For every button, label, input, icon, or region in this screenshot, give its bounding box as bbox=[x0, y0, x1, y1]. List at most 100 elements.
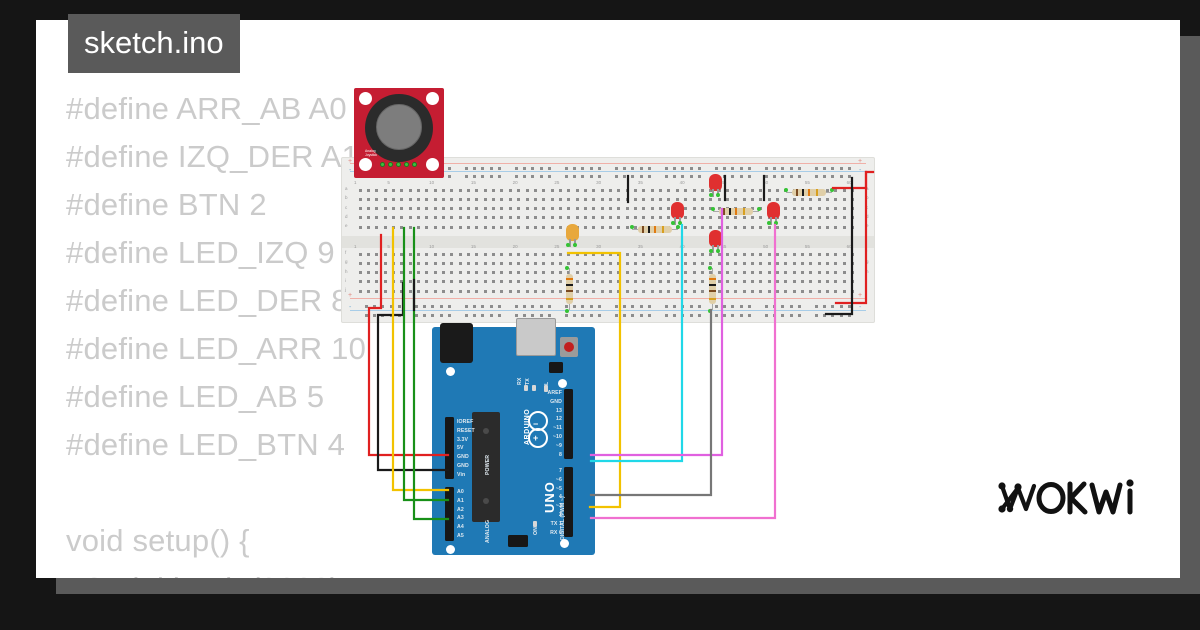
breadboard-hole[interactable] bbox=[673, 269, 681, 277]
breadboard-rail-hole[interactable] bbox=[587, 302, 595, 310]
breadboard-hole[interactable] bbox=[715, 259, 723, 267]
breadboard-hole[interactable] bbox=[440, 186, 448, 194]
breadboard-rail-hole[interactable] bbox=[437, 302, 445, 310]
breadboard-rail-hole[interactable] bbox=[396, 302, 404, 310]
breadboard-hole[interactable] bbox=[498, 259, 506, 267]
breadboard-rail-hole[interactable] bbox=[629, 302, 637, 310]
breadboard-hole[interactable] bbox=[832, 287, 840, 295]
breadboard-hole[interactable] bbox=[440, 287, 448, 295]
breadboard-hole[interactable] bbox=[498, 278, 506, 286]
breadboard-rail-hole[interactable] bbox=[812, 164, 820, 172]
breadboard-hole[interactable] bbox=[623, 287, 631, 295]
breadboard-rail-hole[interactable] bbox=[446, 311, 454, 319]
breadboard-hole[interactable] bbox=[648, 250, 656, 258]
breadboard-rail-hole[interactable] bbox=[579, 172, 587, 180]
breadboard-hole[interactable] bbox=[807, 269, 815, 277]
breadboard-hole[interactable] bbox=[389, 269, 397, 277]
breadboard-hole[interactable] bbox=[799, 205, 807, 213]
breadboard-hole[interactable] bbox=[423, 278, 431, 286]
breadboard-hole[interactable] bbox=[757, 287, 765, 295]
breadboard-hole[interactable] bbox=[481, 223, 489, 231]
breadboard-hole[interactable] bbox=[565, 195, 573, 203]
breadboard-hole[interactable] bbox=[690, 214, 698, 222]
breadboard-hole[interactable] bbox=[389, 287, 397, 295]
breadboard-rail-hole[interactable] bbox=[820, 164, 828, 172]
breadboard-hole[interactable] bbox=[523, 287, 531, 295]
breadboard-rail-hole[interactable] bbox=[529, 311, 537, 319]
breadboard-hole[interactable] bbox=[815, 250, 823, 258]
breadboard-hole[interactable] bbox=[640, 195, 648, 203]
breadboard-hole[interactable] bbox=[590, 250, 598, 258]
breadboard-hole[interactable] bbox=[623, 195, 631, 203]
breadboard-hole[interactable] bbox=[406, 287, 414, 295]
breadboard-hole[interactable] bbox=[423, 195, 431, 203]
breadboard-rail-hole[interactable] bbox=[770, 302, 778, 310]
breadboard-hole[interactable] bbox=[623, 214, 631, 222]
breadboard-hole[interactable] bbox=[531, 186, 539, 194]
breadboard-rail-hole[interactable] bbox=[537, 164, 545, 172]
breadboard-hole[interactable] bbox=[448, 287, 456, 295]
breadboard-hole[interactable] bbox=[590, 186, 598, 194]
breadboard-hole[interactable] bbox=[824, 250, 832, 258]
breadboard-rail-hole[interactable] bbox=[746, 311, 754, 319]
breadboard-hole[interactable] bbox=[765, 250, 773, 258]
breadboard-hole[interactable] bbox=[815, 259, 823, 267]
breadboard-hole[interactable] bbox=[364, 195, 372, 203]
breadboard-hole[interactable] bbox=[515, 278, 523, 286]
breadboard-hole[interactable] bbox=[556, 259, 564, 267]
breadboard-rail-hole[interactable] bbox=[620, 311, 628, 319]
breadboard-hole[interactable] bbox=[565, 250, 573, 258]
breadboard-rail-hole[interactable] bbox=[370, 302, 378, 310]
breadboard-hole[interactable] bbox=[607, 205, 615, 213]
breadboard-rail-hole[interactable] bbox=[820, 302, 828, 310]
breadboard-hole[interactable] bbox=[398, 186, 406, 194]
breadboard-hole[interactable] bbox=[506, 195, 514, 203]
breadboard-hole[interactable] bbox=[740, 223, 748, 231]
breadboard-hole[interactable] bbox=[598, 223, 606, 231]
breadboard-hole[interactable] bbox=[790, 223, 798, 231]
breadboard-hole[interactable] bbox=[498, 214, 506, 222]
breadboard-hole[interactable] bbox=[481, 287, 489, 295]
breadboard-hole[interactable] bbox=[573, 186, 581, 194]
breadboard-rail-hole[interactable] bbox=[679, 164, 687, 172]
breadboard-hole[interactable] bbox=[815, 278, 823, 286]
breadboard-hole[interactable] bbox=[465, 195, 473, 203]
breadboard-hole[interactable] bbox=[381, 278, 389, 286]
breadboard-hole[interactable] bbox=[414, 278, 422, 286]
breadboard-rail-hole[interactable] bbox=[779, 172, 787, 180]
breadboard-hole[interactable] bbox=[832, 278, 840, 286]
breadboard-hole[interactable] bbox=[565, 205, 573, 213]
breadboard-hole[interactable] bbox=[782, 269, 790, 277]
breadboard-hole[interactable] bbox=[565, 214, 573, 222]
breadboard-hole[interactable] bbox=[398, 205, 406, 213]
breadboard-hole[interactable] bbox=[723, 214, 731, 222]
breadboard-rail-hole[interactable] bbox=[596, 172, 604, 180]
breadboard-hole[interactable] bbox=[389, 250, 397, 258]
breadboard-hole[interactable] bbox=[431, 195, 439, 203]
breadboard-hole[interactable] bbox=[481, 195, 489, 203]
breadboard-rail-hole[interactable] bbox=[670, 311, 678, 319]
breadboard-rail-hole[interactable] bbox=[662, 164, 670, 172]
breadboard-rail-hole[interactable] bbox=[429, 302, 437, 310]
breadboard-hole[interactable] bbox=[440, 250, 448, 258]
breadboard-hole[interactable] bbox=[790, 205, 798, 213]
breadboard-hole[interactable] bbox=[748, 259, 756, 267]
breadboard-hole[interactable] bbox=[690, 250, 698, 258]
breadboard-hole[interactable] bbox=[431, 223, 439, 231]
breadboard-hole[interactable] bbox=[540, 214, 548, 222]
breadboard-rail-hole[interactable] bbox=[846, 311, 854, 319]
breadboard-hole[interactable] bbox=[682, 223, 690, 231]
breadboard-hole[interactable] bbox=[456, 287, 464, 295]
breadboard-hole[interactable] bbox=[373, 269, 381, 277]
joystick-stick[interactable] bbox=[365, 94, 433, 162]
breadboard-hole[interactable] bbox=[623, 250, 631, 258]
breadboard-hole[interactable] bbox=[465, 186, 473, 194]
breadboard-hole[interactable] bbox=[515, 195, 523, 203]
breadboard-hole[interactable] bbox=[657, 186, 665, 194]
breadboard-hole[interactable] bbox=[815, 287, 823, 295]
breadboard-rail-hole[interactable] bbox=[787, 311, 795, 319]
breadboard-hole[interactable] bbox=[389, 278, 397, 286]
breadboard-hole[interactable] bbox=[506, 287, 514, 295]
breadboard-hole[interactable] bbox=[657, 214, 665, 222]
breadboard-hole[interactable] bbox=[515, 186, 523, 194]
